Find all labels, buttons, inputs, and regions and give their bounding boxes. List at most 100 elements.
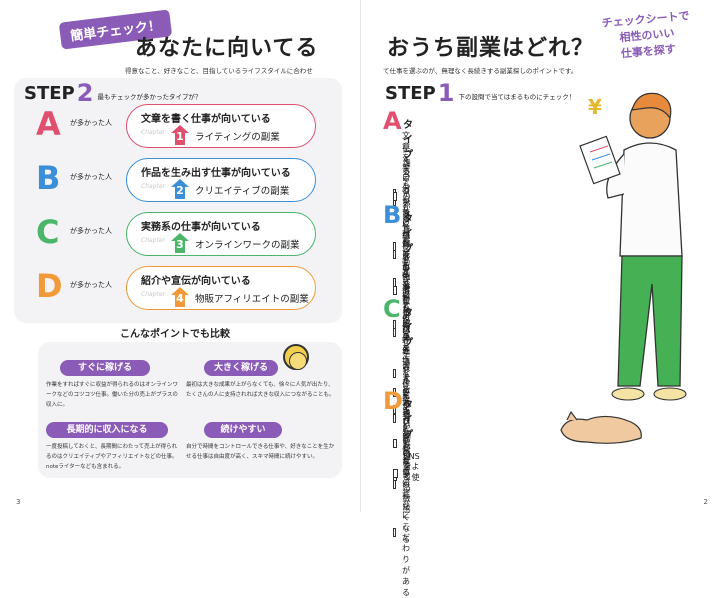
checkbox[interactable] — [393, 192, 397, 201]
checklist-item[interactable]: 趣味を生かしたい — [393, 238, 416, 326]
checkbox[interactable] — [393, 527, 397, 537]
checklist-item[interactable]: SNSをよく使う — [393, 452, 424, 494]
checklist-item-label: 買い物が好き — [402, 411, 411, 475]
checklist-item[interactable]: 地道な作業が苦にならない — [393, 346, 416, 478]
checkbox[interactable] — [393, 242, 397, 251]
checklist-item[interactable]: コツコツ続けるのが得意 — [393, 186, 416, 307]
checklist-item-label: 地道な作業が苦にならない — [402, 347, 411, 477]
type-label: タイプ — [403, 214, 413, 255]
checklist-item-label: SNSをよく使う — [403, 452, 420, 493]
checklist-item-label: すぐにはじめたい — [402, 375, 411, 461]
checklist-item-label: 文章を書くのが苦にならない — [401, 131, 410, 272]
checklist-item[interactable]: 買い物が好き — [393, 410, 416, 476]
chapter-label: Chapter — [141, 129, 165, 136]
type-letter: A — [383, 107, 402, 135]
checklist-item[interactable]: トレンドに敏感 — [393, 252, 416, 329]
checkbox[interactable] — [393, 368, 397, 378]
checklist-item-label: お得情報に敏感 — [402, 439, 411, 514]
checklist-item[interactable]: 文章を書くのが苦にならない — [393, 130, 416, 273]
checklist-item[interactable]: 発信して稼ぎたい — [393, 280, 416, 368]
result-body: ライティングの副業 — [195, 132, 280, 143]
checklist-item-label: 安定して収入を得たい — [402, 319, 411, 427]
chapter-label: Chapter — [141, 291, 165, 298]
checklist-item[interactable]: すぐにはじめたい — [393, 374, 416, 462]
book-spine — [360, 0, 361, 512]
type-label: タイプ — [403, 120, 413, 161]
step-number: 2 — [76, 79, 94, 107]
checklist-item[interactable]: 調べものが好き — [393, 158, 416, 235]
step-number: 1 — [437, 79, 455, 107]
compare-text: 一度投稿しておくと、長期間にわたって売上が得られるのはクリエイティブやアフィリエ… — [46, 444, 178, 470]
checklist-item-label: もの選びにこだわりがある — [402, 467, 411, 597]
chapter-label: Chapter — [141, 183, 165, 190]
result-body: 物販アフィリエイトの副業 — [195, 294, 309, 305]
person-illustration: ¥ — [579, 92, 687, 401]
checkbox[interactable] — [393, 319, 397, 329]
result-title: 作品を生み出す仕事が向いている — [141, 168, 291, 179]
type-letter: A — [36, 105, 61, 143]
checklist-item-label: 調べものが好き — [402, 159, 411, 234]
type-caption: が多かった人 — [70, 173, 112, 181]
type-letter: D — [383, 387, 403, 415]
tag-quick-earn: すぐに稼げる — [60, 360, 150, 376]
result-body: クリエイティブの副業 — [195, 186, 290, 197]
arrow-up-icon: 4 — [171, 287, 189, 307]
checkbox[interactable] — [393, 468, 398, 478]
subtitle-right: て仕事を選ぶのが、無理なく長続きする副業探しのポイントです。 — [383, 67, 578, 75]
page-number-left: 3 — [16, 498, 21, 506]
chapter-number: 1 — [176, 130, 184, 143]
checklist-item[interactable]: オリジナル作品を作りたい — [393, 266, 416, 398]
type-letter: C — [383, 295, 401, 323]
checklist-item-label: スキルを生かしたい — [402, 361, 411, 458]
checkbox[interactable] — [393, 388, 397, 397]
checklist-item[interactable]: 写真や動画を撮るのが好き — [393, 224, 416, 356]
type-letter: D — [36, 267, 63, 305]
checklist-item[interactable]: マニュアルがあると安心 — [393, 332, 416, 453]
type-caption: が多かった人 — [70, 281, 112, 289]
step2-header: STEP 2 最もチェックが多かったタイプが？ — [24, 79, 202, 107]
right-page: おうち副業はどれ？ て仕事を選ぶのが、無理なく長続きする副業探しのポイントです。… — [361, 0, 722, 597]
arrow-up-icon: 1 — [171, 125, 189, 145]
type-label: タイプ — [403, 308, 413, 349]
chapter-label: Chapter — [141, 237, 165, 244]
type-letter: B — [36, 159, 61, 197]
left-page: 簡単チェック！ あなたに向いてる 得意なこと、好きなこと、目指しているライフスタ… — [0, 0, 361, 512]
chapter-number: 2 — [176, 184, 184, 197]
checkbox[interactable] — [393, 286, 397, 295]
coin-icon — [289, 352, 307, 370]
arrow-up-icon: 3 — [171, 233, 189, 253]
step-desc: 最もチェックが多かったタイプが？ — [97, 93, 202, 101]
type-letter: B — [383, 201, 402, 229]
checklist-item[interactable]: もの選びにこだわりがある — [393, 466, 416, 598]
result-title: 実務系の仕事が向いている — [141, 222, 261, 233]
checklist-item-label: 伝えることが楽しい — [402, 145, 411, 242]
tag-easy-continue: 続けやすい — [204, 422, 282, 438]
compare-text: 作業をすればすぐに収益が得られるのはオンラインワークなどのコツコツ仕事。働いた分… — [46, 382, 179, 408]
checklist-item-label: マニュアルがあると安心 — [402, 333, 411, 452]
page-title-left: あなたに向いてる — [135, 36, 319, 61]
yen-icon: ¥ — [588, 95, 602, 119]
cat-illustration — [560, 410, 642, 444]
subtitle-left: 得意なこと、好きなこと、目指しているライフスタイルに合わせ — [125, 67, 313, 75]
checklist-item[interactable]: スキルを生かしたい — [393, 360, 416, 459]
page-title-right: おうち副業はどれ？ — [387, 36, 595, 61]
checklist-item-label: 自分らしさが生きる仕事がしたい — [401, 173, 410, 336]
side-note: チェックシートで 相性のいい 仕事を探す — [601, 8, 693, 63]
checkbox[interactable] — [393, 438, 397, 448]
compare-title: こんなポイントでも比較 — [120, 329, 230, 340]
checkbox[interactable] — [393, 413, 397, 423]
checklist-item[interactable]: 安定して収入を得たい — [393, 318, 416, 428]
type-caption: が多かった人 — [70, 119, 112, 127]
type-label: タイプ — [403, 400, 413, 441]
result-row-b: B が多かった人 作品を生み出す仕事が向いている Chapter 2 クリエイティブの副業 — [36, 158, 336, 204]
checklist-item[interactable]: 自分らしさが生きる仕事がしたい — [393, 172, 416, 337]
chapter-number: 3 — [176, 238, 184, 251]
arrow-up-icon: 2 — [171, 179, 189, 199]
checklist-item-label: 趣味を生かしたい — [402, 239, 411, 325]
checklist-item-label: 発信して稼ぎたい — [402, 281, 411, 367]
